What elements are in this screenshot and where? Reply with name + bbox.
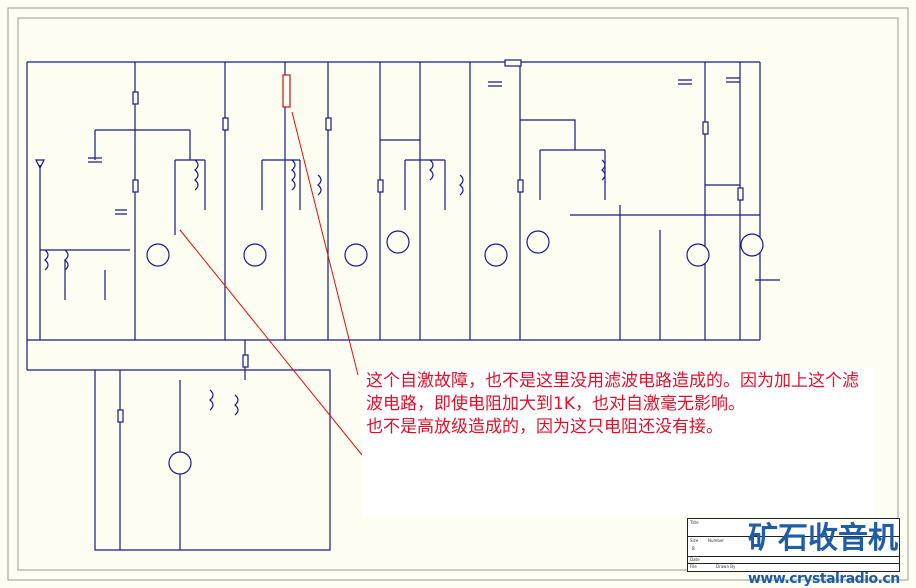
title-block: Title Size B Number Date File Drawn By (687, 518, 900, 572)
drawn-by-label: Drawn By (716, 564, 736, 569)
size-value: B (692, 546, 695, 551)
annotation-arrows (179, 111, 363, 456)
watermark-logo: 矿石收音机 (748, 521, 898, 556)
number-label: Number (708, 538, 725, 543)
title-label: Title (690, 520, 699, 525)
annotation-note: 这个自激故障，也不是这里没用滤波电路造成的。因为加上这个滤波电路，即使电阻加大到… (362, 368, 874, 516)
annotation-line-1: 这个自激故障，也不是这里没用滤波电路造成的。因为加上这个滤波电路，即使电阻加大到… (366, 371, 859, 414)
wires (26, 61, 780, 551)
watermark-url: www.crystalradio.cn (748, 571, 900, 587)
size-label: Size (690, 538, 699, 543)
date-label: Date (690, 557, 700, 562)
components (35, 59, 764, 475)
sheet-border (7, 7, 909, 581)
annotation-line-2: 也不是高放级造成的，因为这只电阻还没有接。 (366, 417, 723, 437)
file-label: File (690, 564, 697, 569)
